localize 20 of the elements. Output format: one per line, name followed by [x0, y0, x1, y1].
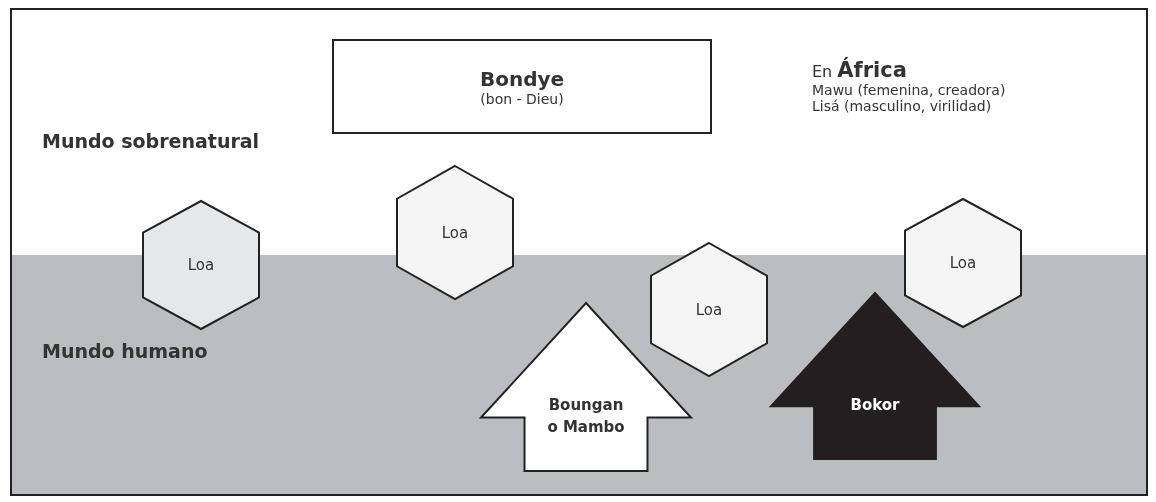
spirit-label: Loa — [949, 254, 977, 272]
hexagon — [904, 198, 1022, 328]
hexagon — [142, 200, 260, 330]
deity-subtitle: (bon - Dieu) — [480, 90, 564, 107]
role-label: Bokor — [849, 394, 901, 416]
note-text: Lisá (masculino, virilidad) — [812, 98, 993, 114]
up-arrow-shape — [770, 292, 980, 460]
deity-box — [332, 39, 712, 134]
hexagon — [650, 242, 768, 377]
up-arrow-shape — [480, 302, 692, 472]
spirit-label: Loa — [187, 256, 215, 274]
note-text: Mawu (femenina, creadora) — [812, 82, 1006, 98]
deity-name: Bondye — [479, 66, 565, 91]
region-label: Mundo humano — [42, 340, 208, 362]
note-heading: En África — [812, 58, 908, 82]
region-label: Mundo sobrenatural — [42, 130, 260, 152]
spirit-label: Loa — [695, 300, 723, 319]
spirit-label: Loa — [441, 223, 469, 242]
hexagon — [396, 165, 514, 300]
role-label: Boungan o Mambo — [546, 395, 626, 438]
